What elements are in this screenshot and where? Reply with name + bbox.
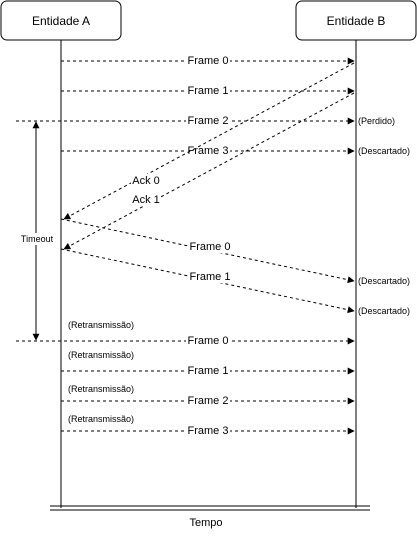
- timeout-interval: Timeout: [20, 121, 54, 341]
- retransmission-2-tag: (Retransmissão): [68, 384, 134, 394]
- late-frame-0-message: Frame 0 (Descartado): [60, 218, 410, 286]
- retransmission-2: (Retransmissão) Frame 2: [61, 384, 355, 407]
- late-frame-1-status: (Descartado): [358, 306, 410, 316]
- frame-3-label: Frame 3: [188, 145, 229, 157]
- retransmission-0-tag: (Retransmissão): [68, 320, 134, 330]
- time-label: Tempo: [189, 517, 222, 529]
- ack-1-message: Ack 1: [63, 92, 355, 250]
- frame-2-status: (Perdido): [358, 116, 395, 126]
- frame-3-status: (Descartado): [358, 146, 410, 156]
- frame-2-label: Frame 2: [188, 115, 229, 127]
- retransmission-1-tag: (Retransmissão): [68, 350, 134, 360]
- entity-b: Entidade B: [295, 0, 417, 41]
- entity-a-label: Entidade A: [32, 14, 90, 28]
- entity-b-label: Entidade B: [327, 14, 386, 28]
- ack-1-label: Ack 1: [132, 194, 160, 206]
- late-frame-0-status: (Descartado): [358, 276, 410, 286]
- frame-2-message: Frame 2 (Perdido): [16, 114, 395, 127]
- retransmission-0-label: Frame 0: [188, 335, 229, 347]
- retransmission-1: (Retransmissão) Frame 1: [61, 350, 355, 377]
- frame-3-message: Frame 3 (Descartado): [61, 144, 410, 157]
- retransmission-1-label: Frame 1: [188, 365, 229, 377]
- retransmission-3-label: Frame 3: [188, 425, 229, 437]
- late-frame-0-label: Frame 0: [190, 241, 231, 253]
- ack-0-label: Ack 0: [132, 175, 160, 187]
- frame-0-message: Frame 0: [61, 54, 355, 67]
- retransmission-3-tag: (Retransmissão): [68, 414, 134, 424]
- late-frame-1-label: Frame 1: [190, 271, 231, 283]
- late-frame-1-message: Frame 1 (Descartado): [60, 248, 410, 316]
- ack-0-message: Ack 0: [63, 62, 355, 220]
- retransmission-0: (Retransmissão) Frame 0: [16, 320, 355, 347]
- retransmission-2-label: Frame 2: [188, 395, 229, 407]
- timeout-label: Timeout: [21, 234, 54, 244]
- retransmission-3: (Retransmissão) Frame 3: [61, 414, 355, 437]
- frame-1-message: Frame 1: [61, 84, 355, 97]
- entity-a: Entidade A: [0, 0, 122, 41]
- frame-1-label: Frame 1: [188, 85, 229, 97]
- frame-0-label: Frame 0: [188, 55, 229, 67]
